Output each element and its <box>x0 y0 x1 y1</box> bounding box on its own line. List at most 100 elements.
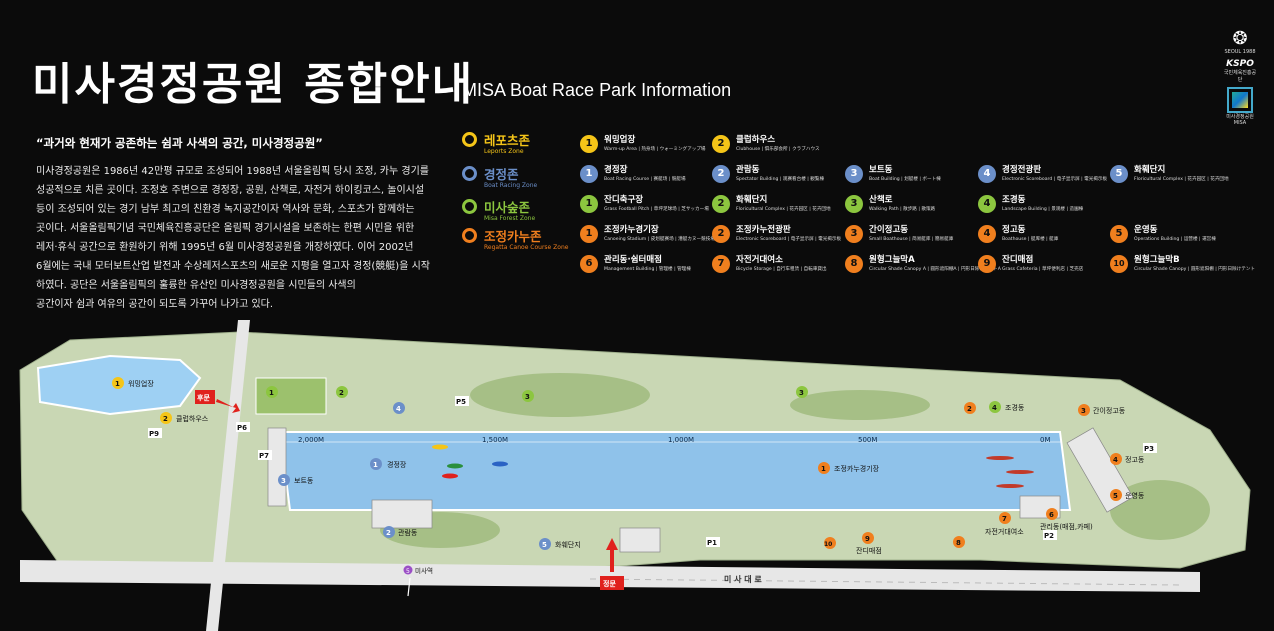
zone-label: 레포츠존 <box>484 133 531 148</box>
marker-path-1[interactable] <box>522 390 534 402</box>
marker-num: 9 <box>865 535 870 543</box>
parking-label: P9 <box>149 430 159 438</box>
legend-num: 4 <box>978 195 996 213</box>
legend-num: 1 <box>580 195 598 213</box>
marker-boatrace[interactable] <box>370 458 382 470</box>
intro-line: 레저·휴식 공간으로 환원하기 위해 1995년 6월 미사경정공원을 개장하였… <box>36 242 414 253</box>
parking-icon[interactable] <box>1043 530 1057 540</box>
parking-icon[interactable] <box>455 396 469 406</box>
legend-num: 2 <box>712 135 730 153</box>
legend-en: Walking Path | 散步路 | 散策路 <box>869 207 936 212</box>
marker-warmup[interactable] <box>112 377 124 389</box>
legend-ko: 조경동 <box>1002 195 1026 205</box>
legend-ko: 원형그늘막A <box>869 255 915 265</box>
distance-500: 500M <box>858 436 877 444</box>
marker-path-2[interactable] <box>796 386 808 398</box>
football-pitch <box>255 377 327 415</box>
zone-label-en: Misa Forest Zone <box>484 215 536 222</box>
legend-en: Operations Building | 运营楼 | 運営棟 <box>1134 237 1216 242</box>
intro-line: 하였다. 공단은 서울올림픽의 훌륭한 유산인 미사경정공원을 시민들의 사색의 <box>36 280 356 291</box>
label-boathouse: 정고동 <box>1125 455 1145 464</box>
legend-ko: 클럽하우스 <box>736 135 776 145</box>
legend-en: Boat Building | 划艇楼 | ボート棟 <box>869 177 941 182</box>
station-name: 미사역 <box>415 566 433 575</box>
parking-icon[interactable] <box>706 537 720 547</box>
distance-1500: 1,500M <box>482 436 508 444</box>
distance-0: 0M <box>1040 436 1051 444</box>
legend-ko: 관리동·쉼터매점 <box>604 255 662 265</box>
side-gate-arrow-icon <box>216 399 240 413</box>
marker-num: 10 <box>824 541 832 548</box>
side-gate-label: 후문 <box>197 393 210 402</box>
legend-ko: 경정장 <box>604 165 628 175</box>
intro-line: 공간이자 쉼과 여유의 공간이 되도록 가꾸어 나가고 있다. <box>36 299 274 310</box>
parking-markers: P9 P6 P7 P5 P1 P2 P3 <box>148 396 1157 547</box>
side-gate-sign[interactable] <box>195 390 215 404</box>
marker-canoe[interactable] <box>818 462 830 474</box>
parking-label: P2 <box>1044 532 1054 540</box>
legend-ko: 조정카누전광판 <box>736 225 791 235</box>
marker-landscape[interactable] <box>989 401 1001 413</box>
legend-ko: 화훼단지 <box>736 195 768 205</box>
legend-num: 1 <box>580 135 598 153</box>
marker-clubhouse[interactable] <box>160 412 172 424</box>
marker-boatbuilding[interactable] <box>278 474 290 486</box>
legend-ko: 산책로 <box>869 195 893 205</box>
marker-num: 8 <box>956 539 961 547</box>
parking-icon[interactable] <box>148 428 162 438</box>
zone-label: 조정카누존 <box>484 229 542 244</box>
marker-num: 7 <box>1002 515 1007 523</box>
legend-en: Small Boathouse | 简易艇库 | 簡易艇庫 <box>869 237 954 242</box>
lot-building <box>619 527 661 553</box>
parking-icon[interactable] <box>1143 443 1157 453</box>
zone-label: 미사숲존 <box>484 200 531 215</box>
marker-num: 4 <box>1113 456 1118 464</box>
marker-canoe-board[interactable] <box>964 402 976 414</box>
parking-icon[interactable] <box>236 422 250 432</box>
marker-bike[interactable] <box>999 512 1011 524</box>
intro-line: 등이 조성되어 있는 경기 남부 최고의 친환경 녹지공간이자 역사와 문화, … <box>36 204 415 215</box>
marker-boathouse[interactable] <box>1110 453 1122 465</box>
legend-num: 8 <box>845 255 863 273</box>
legend-en: Landscape Building | 景观楼 | 造園棟 <box>1002 207 1084 212</box>
legend-en: Boathouse | 艇库楼 | 艇庫 <box>1002 237 1059 242</box>
legend-num: 3 <box>845 165 863 183</box>
brand-park: 미사경정공원 <box>1226 114 1254 120</box>
marker-football[interactable] <box>266 386 278 398</box>
intro-line: 6월에는 국내 모터보트산업 발전과 수상레저스포츠의 새로운 지평을 열고자 … <box>36 261 430 272</box>
marker-shade-b[interactable] <box>824 537 836 549</box>
intro-line: 곳이다. 서울올림픽기념 국민체육진흥공단은 올림픽 경기시설을 보존하는 한편… <box>36 223 415 234</box>
legend-en: Bicycle Storage | 自行车租赁 | 自転車貸出 <box>736 267 827 272</box>
label-smallboat: 간이정고동 <box>1093 406 1126 415</box>
main-gate-arrow-icon <box>606 538 618 572</box>
marker-num: 1 <box>373 461 378 469</box>
marker-spectator[interactable] <box>383 526 395 538</box>
marker-num: 1 <box>269 389 274 397</box>
marker-mgmt[interactable] <box>1046 508 1058 520</box>
main-gate-sign[interactable] <box>600 576 624 590</box>
boat-building <box>267 427 287 507</box>
legend-en: Warm-up Area | 热身场 | ウォーミングアップ場 <box>604 147 706 152</box>
leports-zone-icon <box>462 132 477 147</box>
legend-num: 2 <box>712 165 730 183</box>
legend-num: 9 <box>978 255 996 273</box>
legend-num: 5 <box>1110 225 1128 243</box>
marker-shade-a[interactable] <box>953 536 965 548</box>
marker-num: 4 <box>992 404 997 412</box>
marker-grassshop[interactable] <box>862 532 874 544</box>
legend-en: Electronic Scoreboard | 电子显示屏 | 電光掲示板 <box>1002 177 1108 182</box>
marker-ops[interactable] <box>1110 489 1122 501</box>
parking-icon[interactable] <box>258 450 272 460</box>
marker-flower-forest[interactable] <box>336 386 348 398</box>
marker-num: 2 <box>967 405 972 413</box>
marker-num: 2 <box>163 415 168 423</box>
legend-ko: 간이정고동 <box>869 225 909 235</box>
label-flower: 화훼단지 <box>555 540 581 549</box>
marker-flower[interactable] <box>539 538 551 550</box>
zone-label-en: Boat Racing Zone <box>484 182 538 189</box>
marker-smallboat[interactable] <box>1078 404 1090 416</box>
legend-num: 5 <box>1110 165 1128 183</box>
marker-num: 6 <box>1049 511 1054 519</box>
marker-scoreboard[interactable] <box>393 402 405 414</box>
legend-ko: 보트동 <box>869 165 893 175</box>
